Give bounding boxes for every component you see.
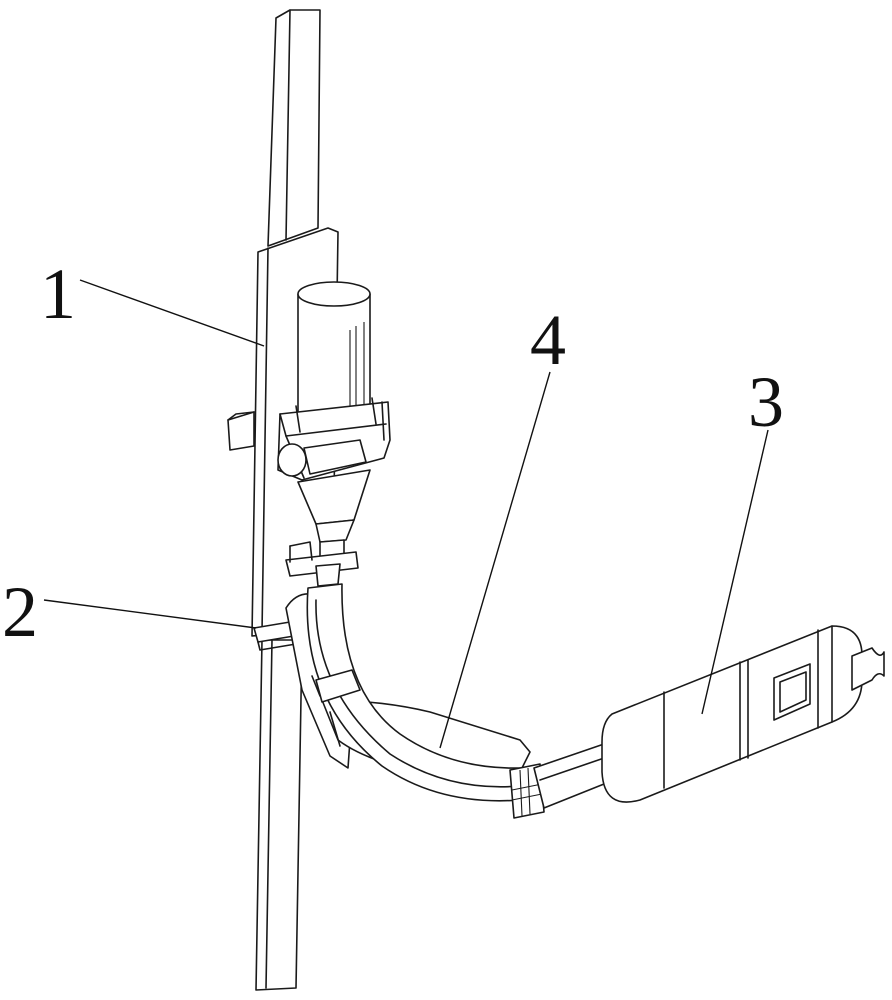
leader-4 bbox=[439, 371, 551, 749]
label-2: 2 bbox=[2, 572, 38, 652]
collar-bracket bbox=[285, 541, 359, 587]
flat-pad bbox=[601, 625, 885, 803]
leader-2 bbox=[43, 599, 257, 629]
label-4: 4 bbox=[530, 300, 566, 380]
canister bbox=[297, 281, 371, 428]
curved-hose bbox=[306, 583, 523, 802]
leader-3 bbox=[701, 429, 769, 715]
leader-1 bbox=[79, 279, 265, 347]
canister-clamp bbox=[277, 397, 391, 481]
label-3: 3 bbox=[748, 362, 784, 442]
label-1: 1 bbox=[40, 254, 76, 334]
leader-lines bbox=[43, 279, 769, 749]
